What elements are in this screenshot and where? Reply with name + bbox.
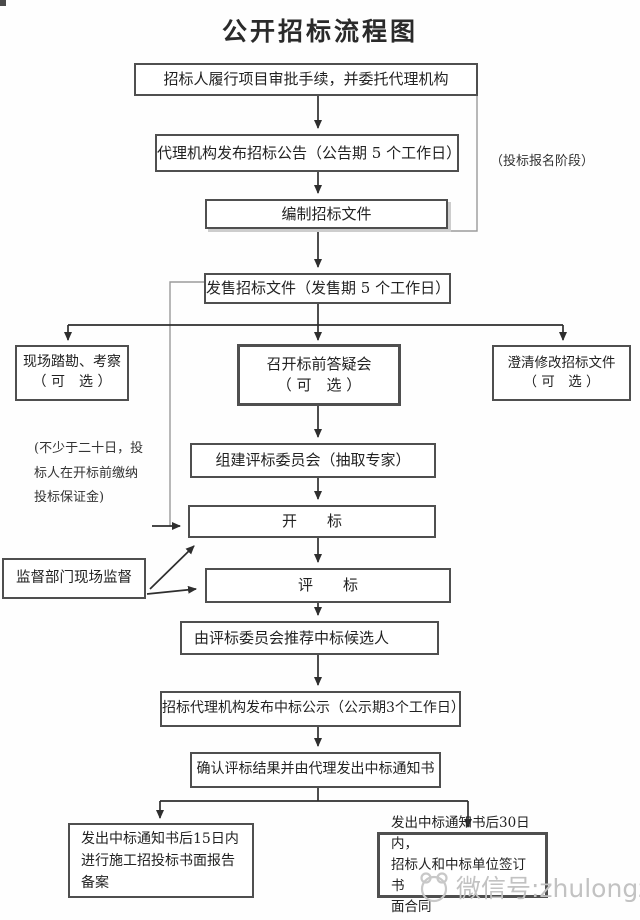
note-line: 投标保证金) <box>34 490 105 505</box>
corner-artifact <box>0 0 6 6</box>
node-qa-meeting: 召开标前答疑会 （ 可 选 ） <box>237 344 401 406</box>
node-sell-documents: 发售招标文件（发售期 5 个工作日） <box>204 273 451 304</box>
feed-line-left <box>169 281 204 526</box>
node-confirm-result: 确认评标结果并由代理发出中标通知书 <box>190 752 441 788</box>
node-supervision: 监督部门现场监督 <box>2 558 146 599</box>
node-bid-opening: 开 标 <box>188 505 436 538</box>
branch-three-way <box>64 304 567 341</box>
note-line: 标人在开标前缴纳 <box>34 465 139 481</box>
page-title: 公开招标流程图 <box>221 17 418 46</box>
node-clarify-documents: 澄清修改招标文件 （ 可 选 ） <box>492 345 631 401</box>
node-winner-publicity: 招标代理机构发布中标公示（公示期3个工作日） <box>160 691 465 727</box>
node-recommend-winner: 由评标委员会推荐中标候选人 <box>180 621 439 655</box>
node-line: 面合同 <box>391 898 432 915</box>
watermark-text: 微信号:zhulongzj <box>456 874 640 903</box>
note-line: (不少于二十日，投 <box>34 441 144 456</box>
node-line: 备案 <box>81 874 109 891</box>
node-line: （ 可 选 ） <box>523 374 600 390</box>
node-bid-evaluation: 评 标 <box>205 568 451 603</box>
node-line: 发出中标通知书后30日内， <box>391 814 530 852</box>
watermark: 微信号:zhulongzj <box>416 869 640 905</box>
node-line: （ 可 选 ） <box>276 376 362 394</box>
mascot-icon <box>420 872 448 903</box>
supervision-arrows <box>146 545 197 595</box>
node-evaluation-committee: 组建评标委员会（抽取专家） <box>190 443 436 478</box>
node-announcement: 代理机构发布招标公告（公告期 5 个工作日） <box>155 134 461 172</box>
node-compile-documents: 编制招标文件 <box>205 199 448 229</box>
node-approval: 招标人履行项目审批手续，并委托代理机构 <box>134 63 478 96</box>
node-line: 进行施工招投标书面报告 <box>81 852 235 869</box>
node-site-survey: 现场踏勘、考察 （ 可 选 ） <box>15 345 129 401</box>
stage-note: （投标报名阶段） <box>490 154 595 169</box>
node-filing-record: 发出中标通知书后15日内 进行施工招投标书面报告 备案 <box>68 823 254 898</box>
deposit-note: (不少于二十日，投 标人在开标前缴纳 投标保证金) <box>34 437 156 511</box>
node-sign-contract: 发出中标通知书后30日内， 招标人和中标单位签订书 面合同 <box>377 815 548 915</box>
node-line: 召开标前答疑会 <box>266 355 372 373</box>
node-line: （ 可 选 ） <box>32 374 112 390</box>
node-line: 澄清修改招标文件 <box>507 355 616 372</box>
node-line: 招标人和中标单位签订书 <box>391 856 526 894</box>
branch-two-way <box>156 788 472 828</box>
node-line: 发出中标通知书后15日内 <box>81 830 239 847</box>
node-line: 现场踏勘、考察 <box>23 354 121 371</box>
bypass-line-right <box>450 96 478 232</box>
